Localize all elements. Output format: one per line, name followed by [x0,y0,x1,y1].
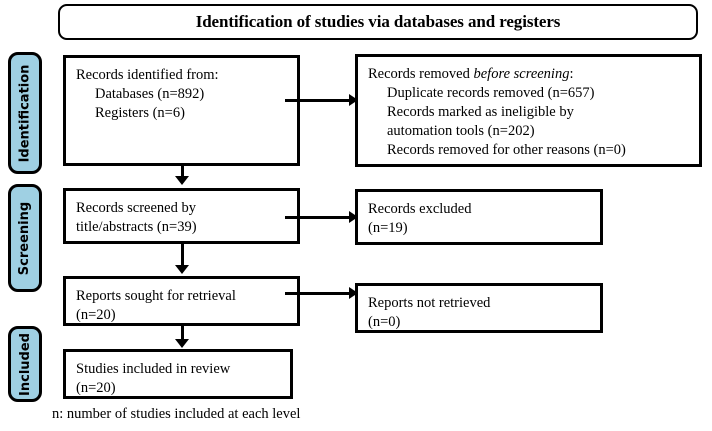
records-removed-heading-italic: before screening [473,66,570,82]
connector-identified-to-screened-arrow-icon [175,176,189,185]
reports-sought-line1: Reports sought for retrieval [76,288,236,304]
records-excluded-line1: Records excluded [368,201,472,217]
diagram-title-box: Identification of studies via databases … [58,4,698,40]
records-removed-duplicates: Duplicate records removed (n=657) [387,85,595,101]
connector-screened-to-sought-arrow-icon [175,265,189,274]
reports-sought-line2: (n=20) [76,307,116,323]
box-records-removed: Records removed before screening: Duplic… [355,54,702,167]
box-reports-sought: Reports sought for retrieval (n=20) [63,276,300,326]
records-removed-ineligible-2: automation tools (n=202) [387,123,535,139]
records-screened-line1: Records screened by [76,200,196,216]
box-studies-included: Studies included in review (n=20) [63,349,293,399]
connector-screened-to-excluded-line [285,216,357,219]
connector-identified-to-removed-arrow-icon [349,94,358,106]
records-removed-ineligible-1: Records marked as ineligible by [387,104,574,120]
connector-identified-to-screened-line [181,166,184,179]
reports-not-retrieved-line2: (n=0) [368,314,401,330]
connector-screened-to-excluded-arrow-icon [349,211,358,223]
stage-label-identification: Identification [8,52,42,174]
records-identified-line1: Records identified from: [76,67,219,83]
reports-not-retrieved-line1: Reports not retrieved [368,295,491,311]
footnote-text: n: number of studies included at each le… [52,406,301,422]
diagram-title: Identification of studies via databases … [195,12,561,31]
records-removed-heading: Records removed before screening: [368,65,699,84]
stage-label-included: Included [8,326,42,402]
records-removed-heading-prefix: Records removed [368,66,474,82]
records-removed-other: Records removed for other reasons (n=0) [387,142,626,158]
connector-sought-to-included-line [181,326,184,341]
stage-label-screening: Screening [8,184,42,292]
stage-label-screening-text: Screening [17,201,33,275]
box-reports-not-retrieved: Reports not retrieved (n=0) [355,283,603,333]
connector-sought-to-included-arrow-icon [175,339,189,348]
records-removed-heading-suffix: : [569,66,574,82]
box-records-screened: Records screened by title/abstracts (n=3… [63,188,300,244]
connector-sought-to-notretrieved-arrow-icon [349,287,358,299]
stage-label-included-text: Included [17,332,33,396]
connector-identified-to-removed-line [285,99,357,102]
connector-sought-to-notretrieved-line [285,292,357,295]
connector-screened-to-sought-line [181,244,184,267]
studies-included-line1: Studies included in review [76,361,231,377]
records-identified-registers: Registers (n=6) [95,105,185,121]
records-excluded-line2: (n=19) [368,220,408,236]
box-records-excluded: Records excluded (n=19) [355,189,603,245]
records-identified-databases: Databases (n=892) [95,86,205,102]
box-records-identified: Records identified from: Databases (n=89… [63,55,300,166]
studies-included-line2: (n=20) [76,380,116,396]
stage-label-identification-text: Identification [17,64,33,162]
records-screened-line2: title/abstracts (n=39) [76,219,197,235]
